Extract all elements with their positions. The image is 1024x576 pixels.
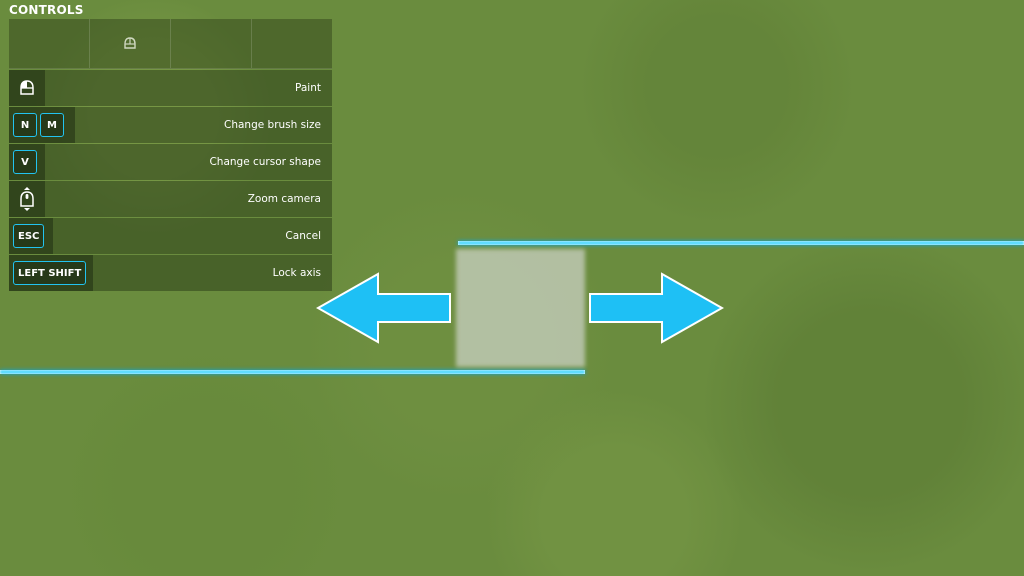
guide-line-top: [458, 241, 1024, 245]
arrow-left-icon: [316, 272, 451, 344]
icon-slot: [252, 19, 332, 68]
control-row-zoom: Zoom camera: [9, 181, 332, 217]
lock-axis-label: Lock axis: [272, 267, 321, 279]
key-n: N: [13, 113, 37, 137]
key-area: V: [9, 144, 45, 180]
icon-slot: [90, 19, 171, 68]
guide-line-bottom: [0, 370, 585, 374]
control-row-cursor-shape: V Change cursor shape: [9, 144, 332, 180]
control-row-paint: Paint: [9, 70, 332, 106]
zoom-camera-label: Zoom camera: [247, 193, 321, 205]
controls-panel: Paint N M Change brush size V Change cur…: [9, 19, 332, 293]
control-row-lock-axis: LEFT SHIFT Lock axis: [9, 255, 332, 291]
key-area: [9, 181, 45, 217]
key-left-shift: LEFT SHIFT: [13, 261, 87, 285]
cancel-label: Cancel: [285, 230, 321, 242]
paint-brush-cursor[interactable]: [456, 249, 585, 367]
paint-label: Paint: [295, 82, 321, 94]
brush-size-label: Change brush size: [224, 119, 321, 131]
control-row-brush-size: N M Change brush size: [9, 107, 332, 143]
key-area: ESC: [9, 218, 53, 254]
mouse-left-icon: [20, 80, 34, 95]
key-area: N M: [9, 107, 75, 143]
key-v: V: [13, 150, 37, 174]
arrow-right-icon: [589, 272, 724, 344]
cursor-shape-label: Change cursor shape: [209, 156, 321, 168]
icon-slot: [171, 19, 252, 68]
mouse-icon: [124, 36, 136, 49]
key-esc: ESC: [13, 224, 45, 248]
controls-title: CONTROLS: [9, 3, 84, 17]
key-area: [9, 70, 45, 106]
key-m: M: [40, 113, 64, 137]
key-area: LEFT SHIFT: [9, 255, 93, 291]
icon-slot: [9, 19, 90, 68]
mouse-scroll-icon: [20, 187, 34, 211]
control-row-cancel: ESC Cancel: [9, 218, 332, 254]
mouse-icon-bar: [9, 19, 332, 69]
